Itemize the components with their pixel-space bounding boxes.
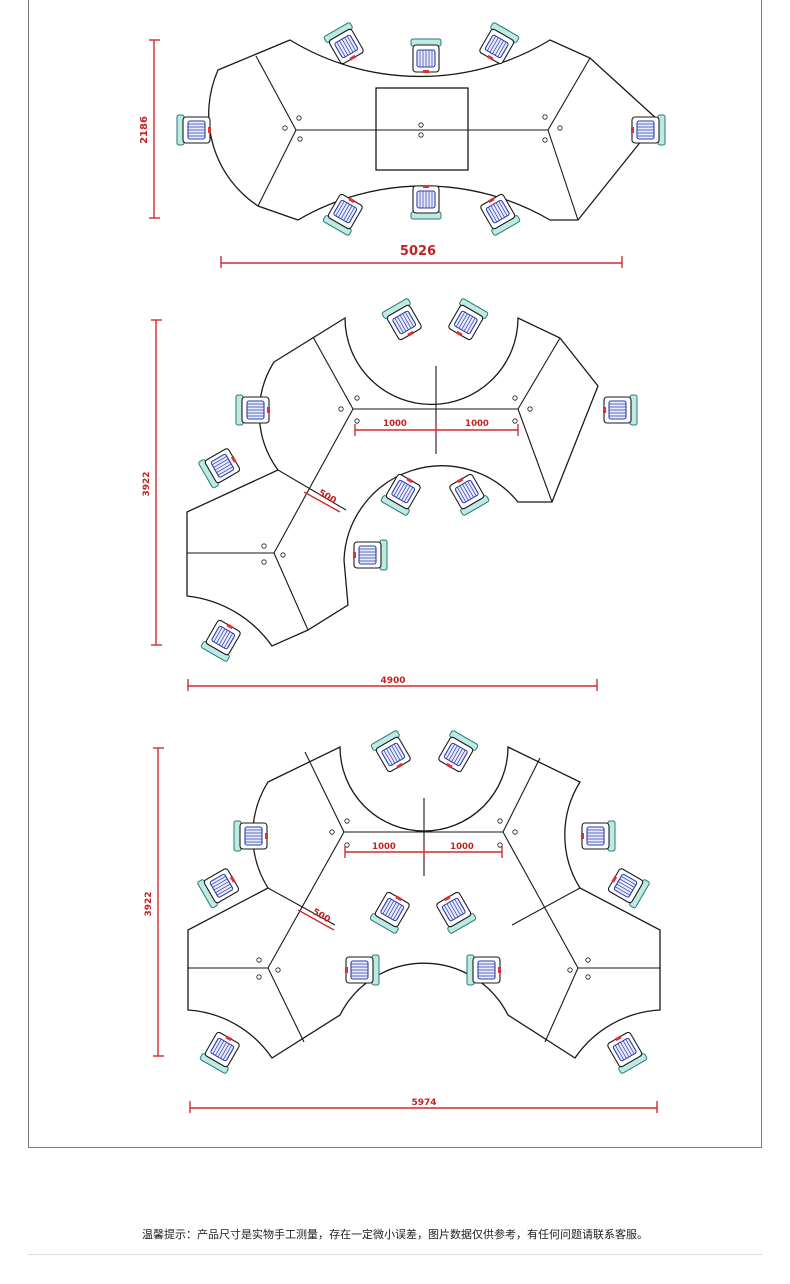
- panel-dividers: [188, 751, 660, 1043]
- office-chair-icon: [580, 820, 616, 852]
- desk-surface: [186, 316, 599, 647]
- width-label: 5974: [411, 1098, 436, 1108]
- office-chair-icon: [352, 539, 388, 571]
- width-label: 5026: [400, 244, 436, 259]
- segment-label-right: 1000: [450, 842, 474, 852]
- office-chair-icon: [604, 864, 651, 910]
- footer-divider: [28, 1254, 762, 1255]
- office-chair-icon: [198, 1028, 244, 1075]
- depth-label: 2186: [139, 116, 150, 144]
- cable-grommets: [261, 395, 533, 565]
- office-chair-icon: [602, 394, 638, 426]
- segment-label-left: 1000: [372, 842, 396, 852]
- width-dimension-line: [187, 679, 598, 691]
- office-chair-icon: [196, 864, 243, 910]
- office-chair-icon: [344, 954, 380, 986]
- panel-dividers: [187, 336, 561, 631]
- layout-1: 2186 5026: [139, 21, 666, 268]
- layout-2: 1000 1000 500 3922 4900: [142, 297, 638, 691]
- office-chair-icon: [444, 297, 490, 344]
- office-chair-icon: [199, 616, 245, 663]
- workstation-layout-drawing: 2186 5026: [139, 21, 666, 1113]
- width-dimension-line: [189, 1101, 658, 1113]
- layout-3: 1000 1000 500 3922 5974: [144, 729, 661, 1113]
- segment-label-left: 1000: [383, 419, 407, 429]
- office-chair-icon: [235, 394, 271, 426]
- width-label: 4900: [380, 676, 405, 686]
- cable-grommets: [282, 114, 563, 143]
- drawing-frame: [28, 0, 762, 1148]
- office-chair-icon: [603, 1028, 649, 1075]
- desk-surface: [187, 745, 661, 1059]
- depth-dimension-line: [151, 319, 162, 646]
- cable-grommets: [256, 818, 591, 980]
- office-chair-icon: [380, 297, 426, 344]
- office-chair-icon: [233, 820, 269, 852]
- depth-dimension-line: [149, 39, 160, 219]
- segment-label-right: 1000: [465, 419, 489, 429]
- measurement-disclaimer: 温馨提示：产品尺寸是实物手工测量，存在一定微小误差，图片数据仅供参考，有任何问题…: [142, 1228, 648, 1241]
- office-chair-icon: [630, 114, 666, 146]
- depth-label: 3922: [144, 891, 154, 916]
- office-chair-icon: [434, 729, 480, 776]
- depth-dimension-line: [153, 747, 164, 1057]
- office-chair-icon: [466, 954, 502, 986]
- office-chair-icon: [369, 729, 415, 776]
- depth-label: 3922: [142, 471, 152, 496]
- office-chair-icon: [410, 184, 442, 220]
- segment-dimension-lines: [303, 424, 519, 513]
- segment-dimension-lines: [297, 846, 503, 931]
- center-desk: [375, 87, 469, 171]
- office-chair-icon: [445, 470, 491, 517]
- office-chair-icon: [197, 444, 244, 490]
- office-chair-icon: [176, 114, 212, 146]
- width-dimension-line: [220, 256, 623, 268]
- office-chair-icon: [410, 38, 442, 74]
- panel-dividers: [255, 55, 591, 221]
